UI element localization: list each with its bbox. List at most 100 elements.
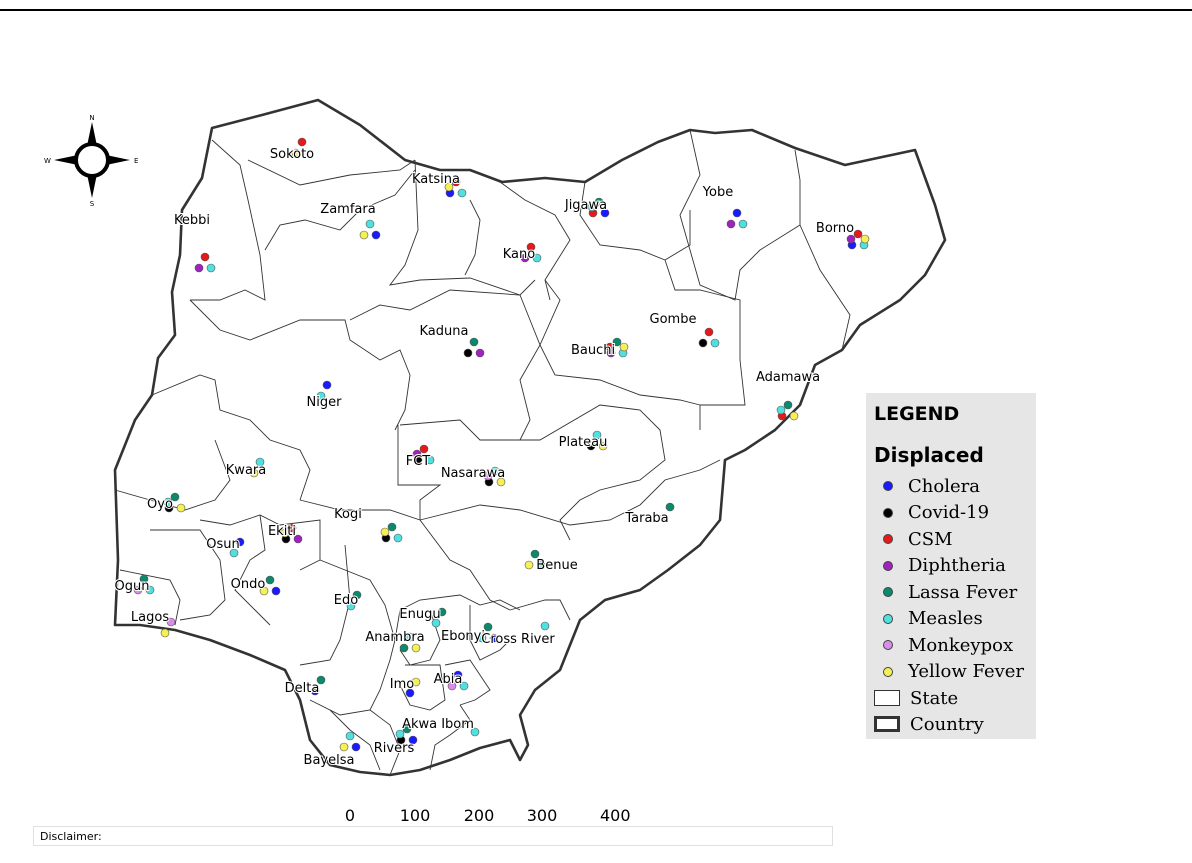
marker-monkeypox xyxy=(483,471,493,481)
marker-cholera xyxy=(351,742,361,752)
state-label-bayelsa: Bayelsa xyxy=(304,753,355,768)
marker-monkeypox xyxy=(166,617,176,627)
marker-cholera xyxy=(732,208,742,218)
state-label-benue: Benue xyxy=(536,558,577,573)
legend-item-measles: Measles xyxy=(874,606,983,632)
marker-measles xyxy=(776,405,786,415)
legend-item-lassa-fever: Lassa Fever xyxy=(874,579,1017,605)
marker-covid-19 xyxy=(586,441,596,451)
marker-measles xyxy=(206,263,216,273)
country-outline xyxy=(113,98,947,777)
marker-lassa-fever xyxy=(170,492,180,502)
marker-lassa-fever xyxy=(530,549,540,559)
legend-swatch xyxy=(874,640,902,650)
marker-diphtheria xyxy=(412,449,422,459)
disease-markers xyxy=(133,137,870,752)
legend-item-country: Country xyxy=(874,711,984,737)
marker-yellow-fever xyxy=(496,477,506,487)
state-label-oyo: Oyo xyxy=(147,497,173,512)
legend-dot xyxy=(883,507,893,518)
compass-n: N xyxy=(89,114,94,122)
marker-diphtheria xyxy=(475,348,485,358)
legend-item-state: State xyxy=(874,685,958,711)
state-label-kogi: Kogi xyxy=(334,507,362,522)
marker-yellow-fever xyxy=(411,643,421,653)
marker-yellow-fever xyxy=(598,441,608,451)
state-label-zamfara: Zamfara xyxy=(320,202,375,217)
state-label-sokoto: Sokoto xyxy=(270,147,314,162)
marker-diphtheria xyxy=(293,534,303,544)
marker-yellow-fever xyxy=(291,148,301,158)
state-label-borno: Borno xyxy=(816,221,854,236)
marker-lassa-fever xyxy=(594,197,604,207)
state-label-bauchi: Bauchi xyxy=(571,343,615,358)
state-label-abia: Abia xyxy=(434,672,463,687)
marker-measles xyxy=(459,681,469,691)
legend-swatch xyxy=(874,534,902,544)
state-label-lagos: Lagos xyxy=(131,610,169,625)
legend-label: Cholera xyxy=(908,475,980,497)
marker-cholera xyxy=(600,208,610,218)
marker-lassa-fever xyxy=(402,724,412,734)
marker-lassa-fever xyxy=(387,522,397,532)
state-label-yobe: Yobe xyxy=(702,185,733,200)
marker-yellow-fever xyxy=(411,677,421,687)
marker-lassa-fever xyxy=(483,622,493,632)
legend-item-csm: CSM xyxy=(874,526,953,552)
legend-dot xyxy=(883,481,893,491)
marker-lassa-fever xyxy=(469,337,479,347)
marker-measles xyxy=(425,455,435,465)
marker-measles xyxy=(532,253,542,263)
scale-tick-100: 100 xyxy=(399,806,431,825)
state-label-akwa-ibom: Akwa Ibom xyxy=(402,717,474,732)
legend-label-state: State xyxy=(910,687,959,709)
state-label-rivers: Rivers xyxy=(374,741,415,756)
marker-csm xyxy=(605,342,615,352)
marker-lassa-fever xyxy=(399,643,409,653)
legend-item-monkeypox: Monkeypox xyxy=(874,632,1013,658)
state-label-anambra: Anambra xyxy=(365,630,424,645)
legend-item-covid-19: Covid-19 xyxy=(874,500,989,526)
state-label-kwara: Kwara xyxy=(226,463,266,478)
scale-tick-200: 200 xyxy=(463,806,495,825)
disclaimer: Disclaimer: xyxy=(33,826,833,846)
marker-lassa-fever xyxy=(352,590,362,600)
legend-swatch xyxy=(874,613,902,624)
legend-swatch xyxy=(874,481,902,491)
legend-dot xyxy=(883,587,893,597)
marker-monkeypox xyxy=(447,681,457,691)
state-label-osun: Osun xyxy=(206,537,239,552)
legend-swatch xyxy=(874,587,902,597)
marker-diphtheria xyxy=(846,234,856,244)
state-label-fct: FCT xyxy=(406,454,431,469)
marker-cholera xyxy=(405,688,415,698)
marker-yellow-fever xyxy=(444,182,454,192)
marker-csm xyxy=(297,137,307,147)
marker-lassa-fever xyxy=(437,607,447,617)
marker-cholera xyxy=(271,586,281,596)
marker-measles xyxy=(536,560,546,570)
marker-covid-19 xyxy=(698,338,708,348)
marker-lassa-fever xyxy=(665,502,675,512)
marker-cholera xyxy=(235,537,245,547)
state-swatch xyxy=(874,690,900,706)
legend-label: Measles xyxy=(908,608,983,629)
state-label-ogun: Ogun xyxy=(115,579,150,594)
marker-measles xyxy=(345,731,355,741)
marker-yellow-fever xyxy=(160,628,170,638)
marker-measles xyxy=(255,457,265,467)
marker-covid-19 xyxy=(463,348,473,358)
marker-monkeypox xyxy=(659,513,669,523)
state-label-enugu: Enugu xyxy=(399,607,440,622)
marker-yellow-fever xyxy=(524,560,534,570)
marker-measles xyxy=(405,632,415,642)
marker-yellow-fever xyxy=(619,342,629,352)
legend-group-title: Displaced xyxy=(874,443,984,467)
marker-measles xyxy=(738,219,748,229)
state-labels: SokotoKebbiZamfaraKatsinaJigawaYobeBorno… xyxy=(114,146,856,769)
marker-measles xyxy=(229,548,239,558)
marker-yellow-fever xyxy=(280,528,290,538)
marker-csm xyxy=(704,327,714,337)
